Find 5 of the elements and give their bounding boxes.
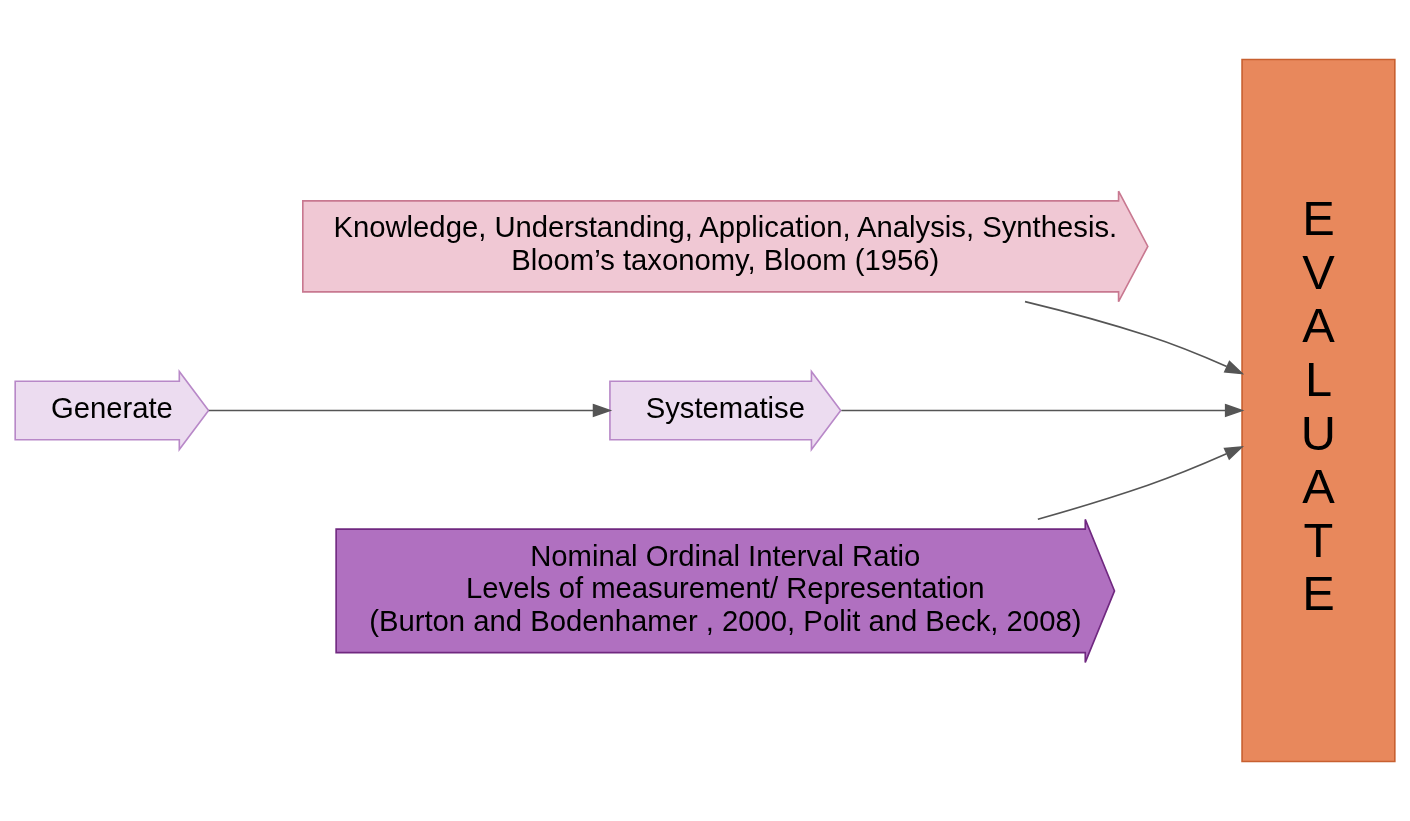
arrow bbox=[1024, 300, 1245, 375]
node-box: EVALUATE bbox=[1241, 58, 1396, 763]
arrow bbox=[840, 403, 1245, 418]
arrow bbox=[208, 403, 613, 418]
arrow bbox=[1037, 445, 1244, 521]
